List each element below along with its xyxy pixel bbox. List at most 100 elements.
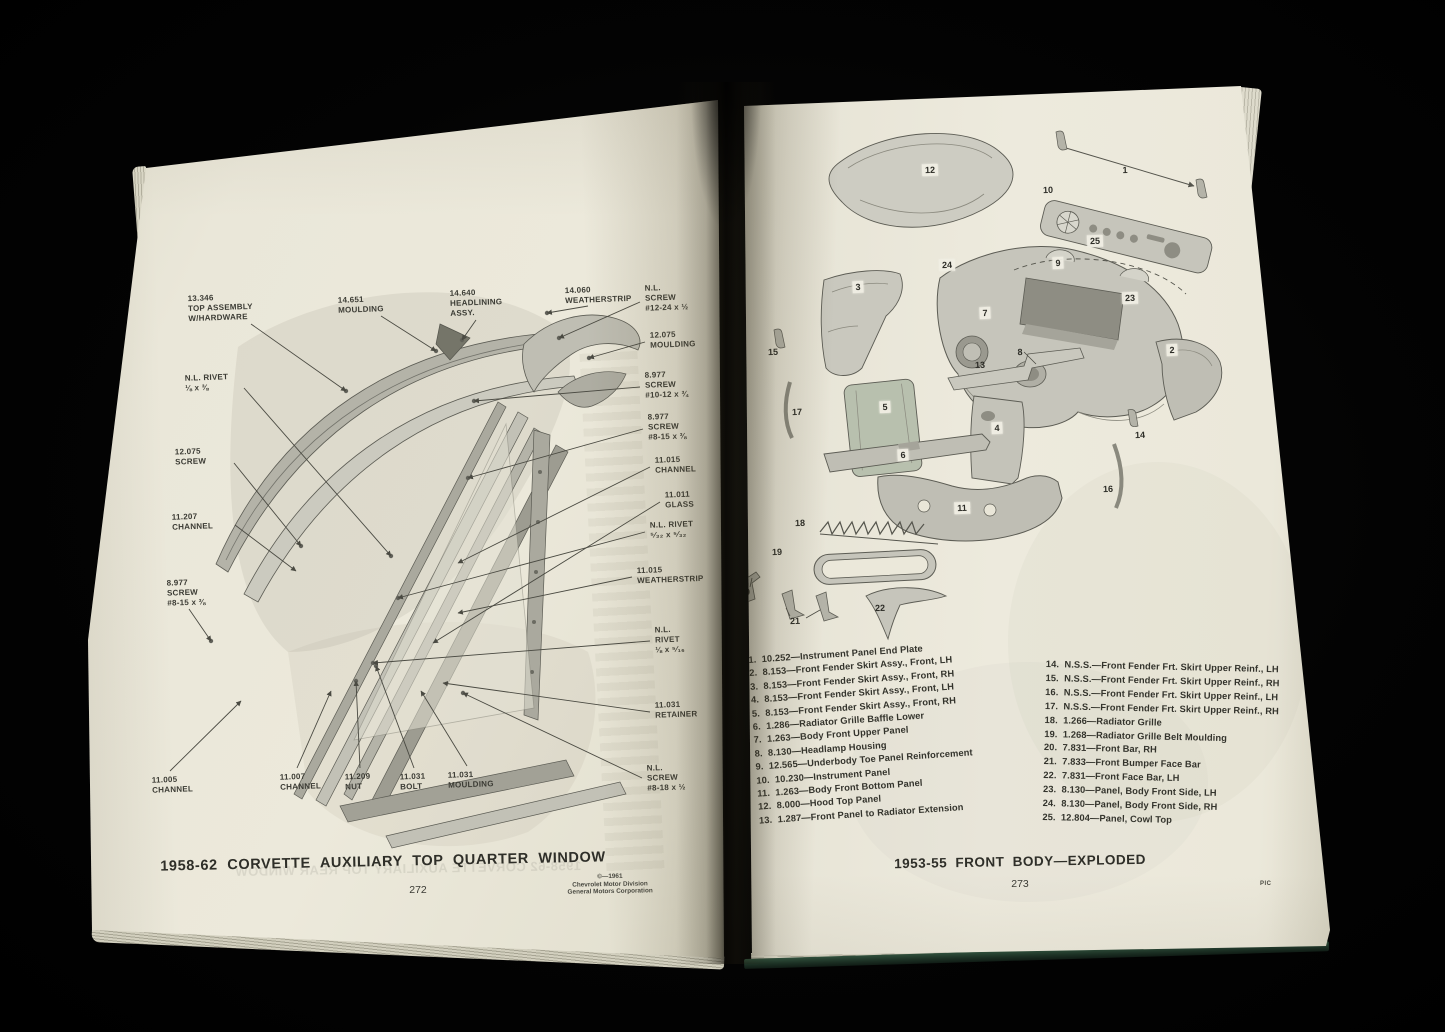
part-label: 11.031 BOLT [399, 771, 426, 792]
part-label: 14.651 MOULDING [337, 294, 384, 315]
part-label: 11.005 CHANNEL [151, 774, 194, 795]
diagram-callout-24: 24 [938, 258, 956, 272]
diagram-callout-23: 23 [1121, 291, 1139, 305]
leader-line [234, 524, 297, 572]
part-label: N.L. RIVET ⁵⁄₃₂ x ⁵⁄₃₂ [649, 519, 694, 540]
diagram-callout-2: 2 [1166, 343, 1178, 357]
leader-line [546, 305, 589, 315]
parts-list-right: 14. N.S.S.—Front Fender Frt. Skirt Upper… [1042, 658, 1280, 830]
diagram-callout-20: 20 [739, 586, 751, 598]
leader-line [558, 301, 641, 339]
bottom-channel [339, 759, 627, 849]
diagram-callout-1: 1 [1122, 164, 1128, 176]
part-label: 11.011 GLASS [664, 489, 695, 510]
part-label: 8.977 SCREW #8-15 x ⅜ [166, 577, 206, 608]
part-14-reinf-sliver [1127, 409, 1139, 427]
leader-line [353, 680, 361, 769]
window-parts-diagram [208, 292, 641, 849]
diagram-callout-18: 18 [794, 517, 806, 529]
leader-line [588, 341, 646, 360]
diagram-callout-25: 25 [1086, 234, 1104, 248]
diagram-callout-10: 10 [1042, 184, 1054, 196]
part-19-grille-moulding [813, 549, 937, 585]
part-label: N.L. SCREW #12-24 x ½ [644, 283, 689, 313]
part-label: N.L. RIVET ⅛ x ⁵⁄₁₆ [654, 624, 686, 655]
diagram-callout-7: 7 [979, 306, 991, 320]
part-label: 11.031 RETAINER [654, 699, 698, 720]
leader-line [442, 681, 651, 713]
part-label: 14.640 HEADLINING ASSY. [449, 288, 503, 318]
part-17-reinf-arc [783, 381, 794, 439]
left-page: 13.346 TOP ASSEMBLY W/HARDWARE 14.651 MOU… [88, 100, 724, 958]
part-label: 11.007 CHANNEL [279, 771, 322, 792]
diagram-callout-13: 13 [974, 359, 986, 371]
leader-line [243, 387, 392, 557]
part-label: 11.015 CHANNEL [654, 454, 697, 475]
leader-line [461, 319, 477, 341]
leader-line [467, 428, 644, 480]
part-label: 11.207 CHANNEL [171, 511, 214, 532]
leader-line [296, 690, 332, 769]
part-label: 11.209 NUT [344, 771, 371, 792]
leader-line [462, 692, 643, 779]
weatherstrip-wing [435, 314, 641, 408]
part-label: 8.977 SCREW #8-15 x ⅜ [647, 411, 687, 442]
part-10-instrument-panel [1040, 200, 1213, 274]
leader-line [169, 700, 242, 772]
leader-line [233, 462, 302, 547]
diagram-callout-14: 14 [1134, 429, 1146, 441]
part-12-hood-top-panel [828, 133, 1014, 228]
part-21-face-bar [815, 591, 840, 622]
part-label: 12.075 MOULDING [649, 329, 696, 350]
part-label: N.L. SCREW #8-18 x ½ [646, 763, 686, 793]
part-22-front-face-bar [865, 587, 948, 641]
leader-line [375, 665, 415, 769]
diagram-callout-3: 3 [852, 280, 864, 294]
part-label: 11.031 MOULDING [447, 769, 494, 790]
right-page: 12 1 10 25 9 24 3 23 7 8 2 15 13 5 17 4 14 6 16 11 18 19 20 21 2… [739, 86, 1330, 956]
diagram-callout-5: 5 [879, 400, 891, 414]
part-label: 11.015 WEATHERSTRIP [636, 565, 704, 586]
leader-line [457, 576, 633, 615]
leader-line [457, 466, 651, 564]
left-page-number: 272 [409, 884, 427, 896]
part-label: 12.075 SCREW [174, 446, 207, 467]
diagram-callout-17: 17 [791, 406, 803, 418]
diagram-callout-21: 21 [789, 615, 801, 627]
leader-line [372, 640, 651, 666]
part-16-reinf-arc [1112, 443, 1124, 509]
diagram-callout-12: 12 [921, 163, 939, 177]
part-label: 14.060 WEATHERSTRIP [564, 285, 632, 306]
diagram-callout-19: 19 [771, 546, 783, 558]
diagram-callout-8: 8 [1017, 346, 1023, 358]
right-page-number: 273 [1011, 878, 1029, 890]
part-label: N.L. RIVET ⅛ x ⅜ [184, 372, 229, 393]
diagram-callout-6: 6 [897, 448, 909, 462]
part-label: 8.977 SCREW #10-12 x ¾ [644, 370, 689, 400]
diagram-callout-15: 15 [767, 346, 779, 358]
part-label: 13.346 TOP ASSEMBLY W/HARDWARE [187, 293, 253, 324]
leader-lines-layer [169, 301, 661, 779]
part-3-body-front-side [820, 270, 903, 376]
diagram-callout-9: 9 [1052, 256, 1064, 270]
part-20-front-bar [744, 571, 761, 603]
diagram-callout-11: 11 [954, 501, 970, 515]
leader-line [432, 501, 661, 644]
leader-line [397, 531, 646, 600]
corner-mark: PIC [1260, 881, 1272, 887]
leader-line [420, 690, 468, 767]
copyright-notice: ©—1961 Chevrolet Motor Division General … [567, 872, 653, 896]
part-15-reinf-sliver [773, 328, 786, 349]
leader-line [380, 315, 437, 352]
diagram-callout-22: 22 [874, 602, 886, 614]
part-1-fastener-line [1055, 130, 1208, 199]
part-13-radiator-extension [947, 347, 1085, 391]
diagram-callout-4: 4 [991, 421, 1003, 435]
leader-line [250, 323, 347, 392]
leader-line [188, 608, 212, 642]
front-body-exploded-diagram [744, 130, 1308, 902]
part-21-face-bar [781, 589, 806, 620]
diagram-callout-16: 16 [1102, 483, 1114, 495]
